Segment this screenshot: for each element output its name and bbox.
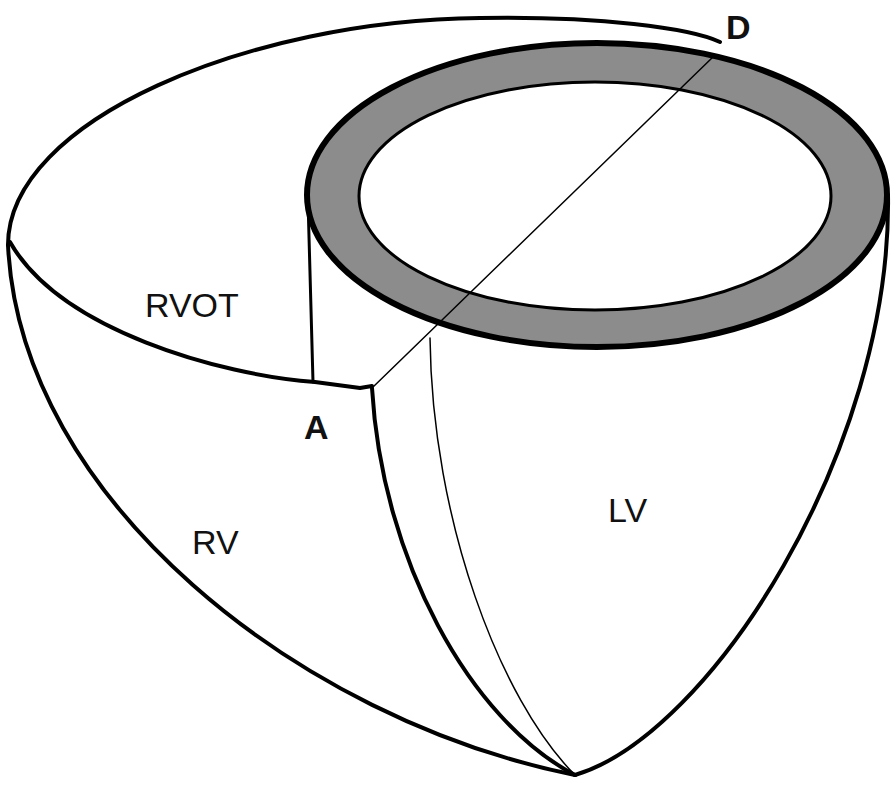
marker-letter: D bbox=[726, 10, 751, 44]
septum-edge bbox=[372, 388, 575, 775]
region-label: RV bbox=[192, 525, 239, 559]
septum-line bbox=[430, 338, 575, 775]
region-label: LV bbox=[608, 493, 647, 527]
marker-letter: A bbox=[304, 410, 329, 444]
lv-cavity bbox=[359, 82, 831, 310]
ad-line bbox=[372, 56, 714, 388]
rvot-edge bbox=[10, 242, 372, 388]
lv-outer-ring bbox=[307, 43, 887, 347]
region-label: RVOT bbox=[145, 288, 239, 322]
